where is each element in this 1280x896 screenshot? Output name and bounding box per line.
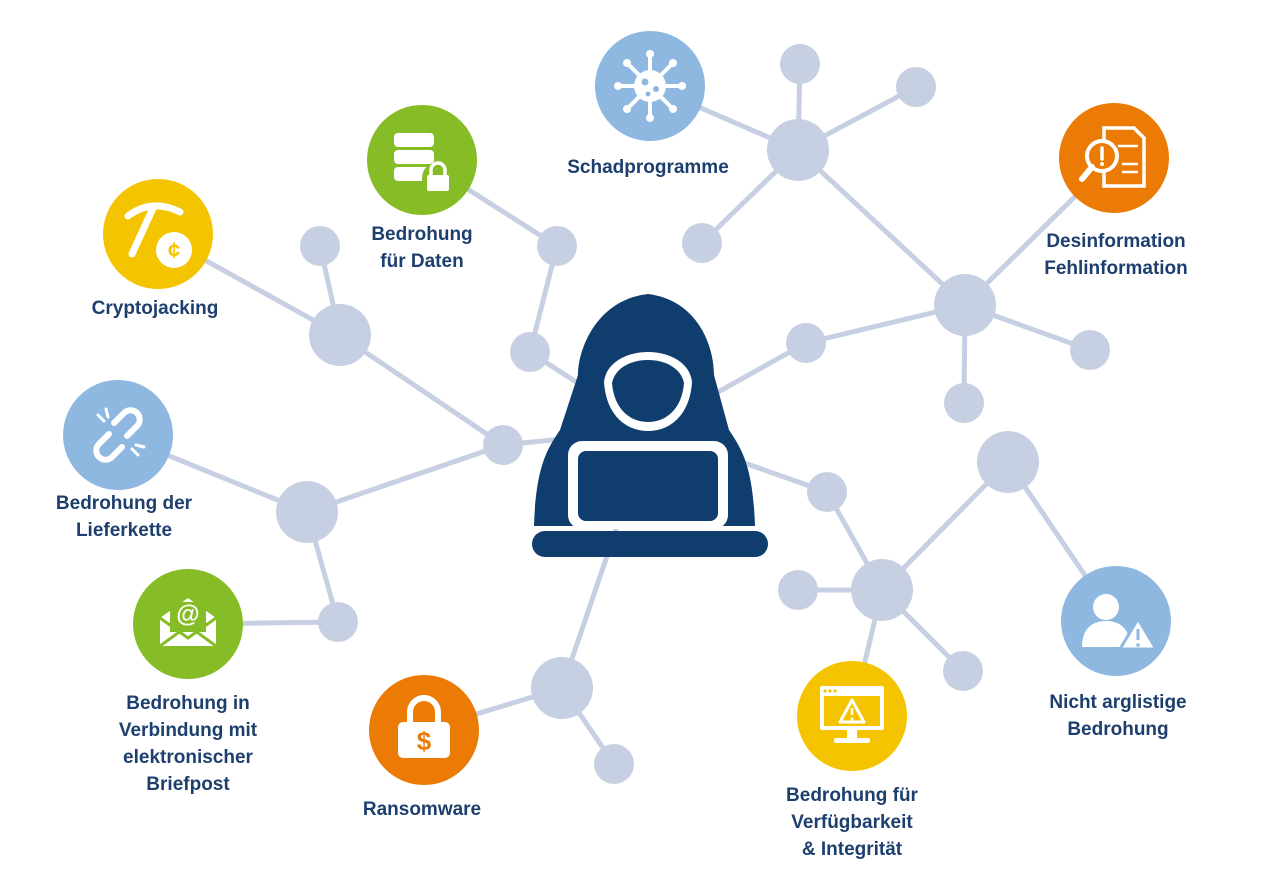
virus-icon (595, 31, 705, 141)
padlock-dollar-icon: $ (369, 675, 479, 785)
network-node (786, 323, 826, 363)
network-node (851, 559, 913, 621)
network-edge (338, 332, 505, 448)
network-node (531, 657, 593, 719)
network-edge (306, 442, 504, 515)
label-line: Schadprogramme (567, 157, 729, 178)
label-line: Desinformation (1046, 231, 1186, 252)
svg-text:¢: ¢ (168, 238, 180, 263)
network-node (780, 44, 820, 84)
hooded-hacker-laptop-icon (532, 294, 768, 557)
label-line: Fehlinformation (1044, 258, 1188, 279)
network-nodes (276, 44, 1110, 784)
network-node (934, 274, 996, 336)
label-line: Nicht arglistige (1049, 692, 1187, 713)
network-node (682, 223, 722, 263)
label-line: Bedrohung für (786, 785, 918, 806)
label-bedrohung-der-lieferkette: Bedrohung der Lieferkette (56, 490, 192, 544)
network-node (483, 425, 523, 465)
svg-text:@: @ (176, 601, 199, 628)
label-line: Verbindung mit (118, 720, 258, 741)
label-line: Ransomware (362, 799, 482, 820)
network-node (807, 472, 847, 512)
label-cryptojacking: Cryptojacking (92, 295, 219, 322)
network-edge (796, 148, 967, 307)
network-node (300, 226, 340, 266)
user-warning-icon (1061, 566, 1171, 676)
label-line: Lieferkette (75, 520, 173, 541)
label-desinformation: Desinformation Fehlinformation (1044, 228, 1188, 282)
network-node (944, 383, 984, 423)
pickaxe-coin-icon: ¢ (103, 179, 213, 289)
label-ransomware: Ransomware (363, 796, 481, 823)
label-line: Bedrohung der (55, 493, 193, 514)
label-line: für Daten (380, 251, 464, 272)
network-node (510, 332, 550, 372)
label-verfuegbarkeit-integritaet: Bedrohung für Verfügbarkeit & Integrität (786, 782, 918, 863)
label-line: & Integrität (801, 839, 903, 860)
network-node (778, 570, 818, 610)
label-schadprogramme: Schadprogramme (567, 154, 729, 181)
label-line: Bedrohung (1067, 719, 1169, 740)
label-line: elektronischer (123, 747, 253, 768)
label-line: Cryptojacking (91, 298, 219, 319)
email-at-icon: @ (133, 569, 243, 679)
label-line: Briefpost (146, 774, 230, 795)
label-nicht-arglistige-bedrohung: Nicht arglistige Bedrohung (1049, 689, 1186, 743)
network-node (943, 651, 983, 691)
network-node (318, 602, 358, 642)
network-node (896, 67, 936, 107)
svg-text:$: $ (417, 726, 432, 756)
monitor-warning-icon (797, 661, 907, 771)
label-bedrohung-fuer-daten: Bedrohung für Daten (371, 221, 472, 275)
network-node (767, 119, 829, 181)
document-magnifier-icon (1059, 103, 1169, 213)
network-node (276, 481, 338, 543)
network-node (977, 431, 1039, 493)
label-line: Bedrohung (371, 224, 473, 245)
network-node (309, 304, 371, 366)
label-line: Bedrohung in (126, 693, 250, 714)
database-lock-icon (367, 105, 477, 215)
network-node (537, 226, 577, 266)
network-node (1070, 330, 1110, 370)
label-bedrohung-email: Bedrohung in Verbindung mit elektronisch… (119, 690, 257, 798)
network-node (594, 744, 634, 784)
label-line: Verfügbarkeit (791, 812, 913, 833)
broken-link-icon (63, 380, 173, 490)
